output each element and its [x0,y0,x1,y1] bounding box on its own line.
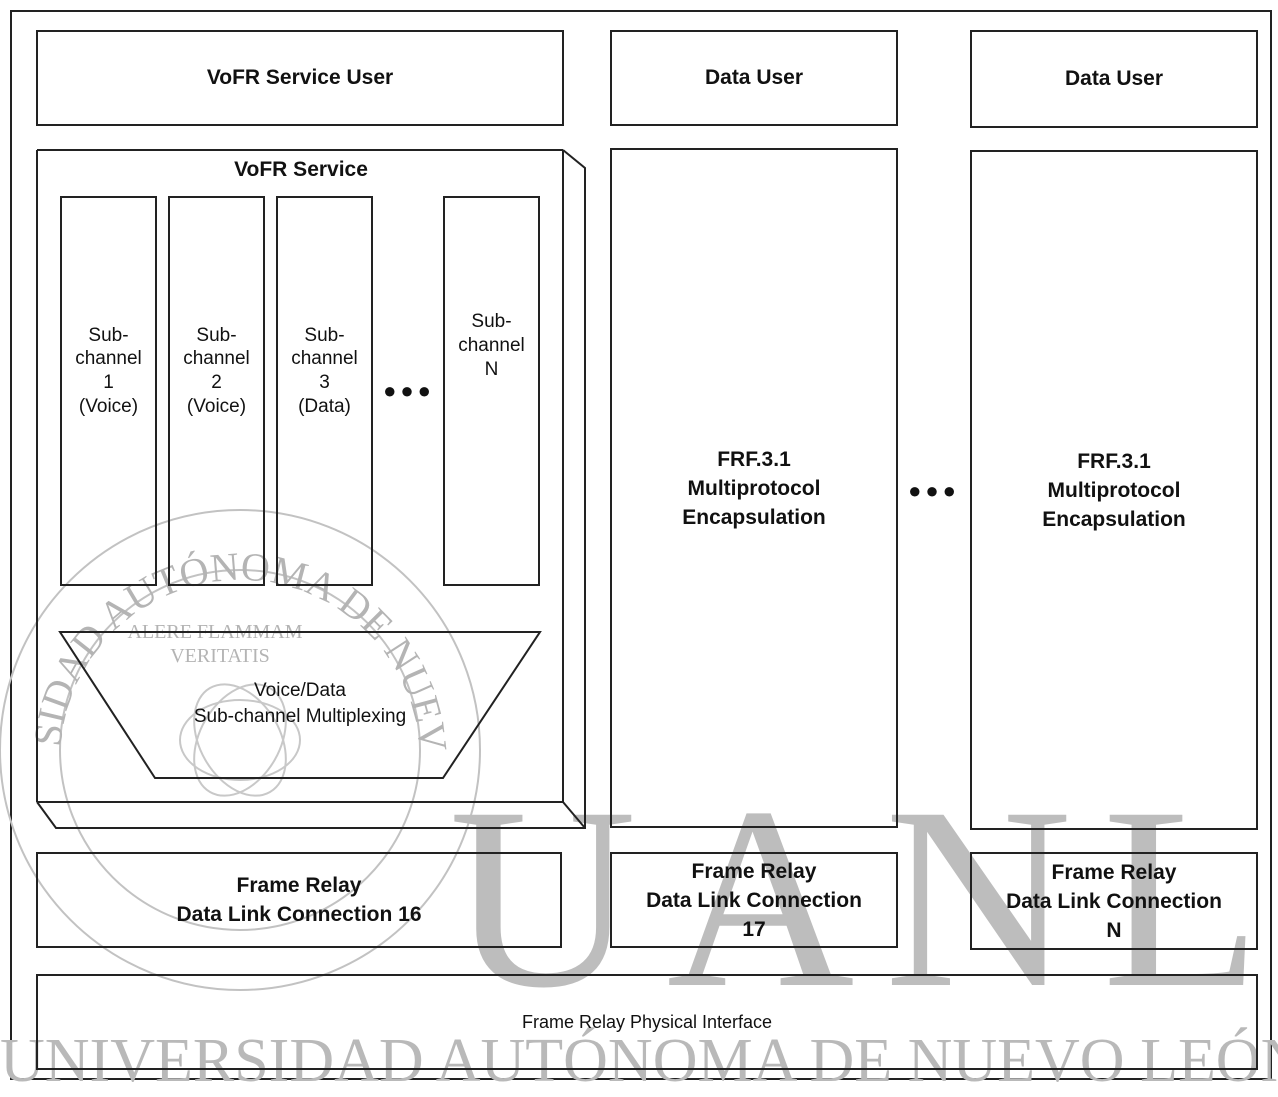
subchannel-n-box: Sub- channel N [443,196,540,586]
encapsulation-ellipsis: ●●● [908,478,960,503]
subchannel-ellipsis: ●●● [383,378,435,403]
physical-interface-box: Frame Relay Physical Interface [36,974,1258,1070]
encapsulation-box-2: FRF.3.1 Multiprotocol Encapsulation [970,150,1258,830]
dlc-n-box: Frame Relay Data Link Connection N [970,852,1258,950]
vofr-service-user-box: VoFR Service User [36,30,564,126]
data-user-label-2: Data User [1064,67,1164,90]
data-user-box-1: Data User [610,30,898,126]
subchannel-3-box: Sub- channel 3 (Data) [276,196,373,586]
vofr-service-title: VoFR Service [234,158,368,181]
dlc-17-box: Frame Relay Data Link Connection 17 [610,852,898,948]
dlc-17-label: Frame Relay Data Link Connection 17 [646,859,862,941]
multiplexing-label: Voice/Data Sub-channel Multiplexing [193,680,407,727]
data-user-box-2: Data User [970,30,1258,128]
encapsulation-label-2: FRF.3.1 Multiprotocol Encapsulation [1042,449,1186,531]
encapsulation-box-1: FRF.3.1 Multiprotocol Encapsulation [610,148,898,828]
multiplexing-trapezoid [58,631,542,779]
dlc-16-label: Frame Relay Data Link Connection 16 [176,874,422,926]
subchannel-2-label: Sub- channel 2 (Voice) [183,324,250,417]
physical-interface-label: Frame Relay Physical Interface [521,1011,773,1032]
vofr-service-box: VoFR Service [36,148,586,830]
subchannel-3-label: Sub- channel 3 (Data) [291,324,358,417]
subchannel-2-box: Sub- channel 2 (Voice) [168,196,265,586]
data-user-label-1: Data User [704,66,804,89]
subchannel-1-box: Sub- channel 1 (Voice) [60,196,157,586]
multiplexing-block: Voice/Data Sub-channel Multiplexing [58,630,542,780]
dlc-n-label: Frame Relay Data Link Connection N [1006,860,1222,942]
dlc-16-box: Frame Relay Data Link Connection 16 [36,852,562,948]
vofr-service-3d-outline [36,149,586,829]
vofr-service-user-label: VoFR Service User [206,66,394,89]
subchannel-1-label: Sub- channel 1 (Voice) [75,324,142,417]
encapsulation-label-1: FRF.3.1 Multiprotocol Encapsulation [682,447,826,529]
subchannel-n-label: Sub- channel N [458,311,525,380]
